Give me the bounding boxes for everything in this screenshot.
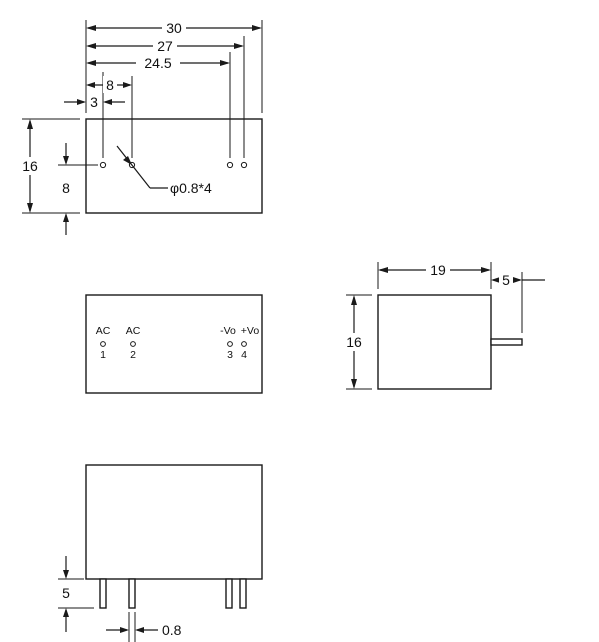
dim-label-19: 19 <box>430 262 446 278</box>
dim-label-8-top: 8 <box>106 77 114 93</box>
top-view: 30 27 24.5 8 3 16 <box>18 19 263 235</box>
dim-label-5-front: 5 <box>62 585 70 601</box>
pin-1-num: 1 <box>100 349 106 361</box>
dim-label-5-side: 5 <box>502 272 510 288</box>
pin-2-num: 2 <box>130 349 136 361</box>
dim-label-16-top: 16 <box>22 158 38 174</box>
front-pin-2 <box>128 578 136 609</box>
dim-label-27: 27 <box>157 38 173 54</box>
dim-label-16-side: 16 <box>346 334 362 350</box>
front-pin-3 <box>225 578 233 609</box>
front-view-outline <box>85 464 263 580</box>
pin-4-num: 4 <box>241 349 247 361</box>
pin-2-func: AC <box>126 325 141 337</box>
dim-label-30: 30 <box>166 20 182 36</box>
side-view-pin <box>490 338 523 346</box>
pin-3-num: 3 <box>227 349 233 361</box>
pin-hole-4 <box>240 161 248 169</box>
dim-label-8-left: 8 <box>62 180 70 196</box>
side-view: 19 5 16 <box>342 261 545 390</box>
pin-hole-3 <box>226 161 234 169</box>
pin-view-outline <box>85 294 263 394</box>
pin-view: AC 1 AC 2 -Vo 3 +Vo 4 <box>85 294 263 394</box>
pin-3-marker <box>227 341 233 347</box>
side-view-outline <box>377 294 492 390</box>
pin-hole-1 <box>99 161 107 169</box>
pin-3-func: -Vo <box>220 325 236 337</box>
pin-4-func: +Vo <box>241 325 260 337</box>
pin-4-marker <box>241 341 247 347</box>
dim-label-0-8: 0.8 <box>162 622 182 638</box>
dim-label-24-5: 24.5 <box>144 55 171 71</box>
pin-2-marker <box>130 341 136 347</box>
hole-note: φ0.8*4 <box>170 180 212 196</box>
front-view: 5 0.8 <box>58 464 263 642</box>
pin-1-marker <box>100 341 106 347</box>
front-pin-1 <box>99 578 107 609</box>
pin-1-func: AC <box>96 325 111 337</box>
top-view-outline <box>85 118 263 214</box>
dim-label-3: 3 <box>90 94 98 110</box>
front-pin-4 <box>239 578 247 609</box>
